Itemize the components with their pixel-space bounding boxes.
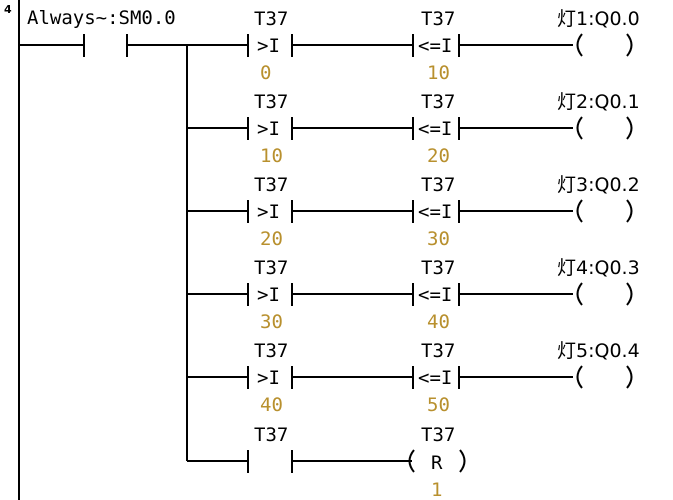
high-limit-value: 20 xyxy=(427,145,450,167)
timer-address-1: T37 xyxy=(254,174,288,196)
timer-address-1: T37 xyxy=(254,8,288,30)
low-limit-value: 20 xyxy=(260,228,283,250)
output-coil[interactable] xyxy=(576,33,633,57)
timer-done-contact[interactable] xyxy=(247,450,293,473)
compare-op-1: >I xyxy=(257,201,280,223)
low-limit-value: 30 xyxy=(260,311,283,333)
timer-address-2: T37 xyxy=(421,8,455,30)
compare-op-2: <=I xyxy=(418,118,452,140)
timer-address-1: T37 xyxy=(254,257,288,279)
timer-address-1: T37 xyxy=(254,91,288,113)
less-equal-contact[interactable]: <=I xyxy=(412,200,460,223)
reset-coil-op: R xyxy=(431,452,443,474)
rung-number: 4 xyxy=(4,3,12,16)
greater-than-contact[interactable]: >I xyxy=(247,283,293,306)
compare-op-1: >I xyxy=(257,367,280,389)
less-equal-contact[interactable]: <=I xyxy=(412,117,460,140)
compare-row: >I <=I T37 T37 20 30 灯3:Q0.2 xyxy=(187,174,640,250)
contact-comment: Always~:SM0.0 xyxy=(27,7,176,29)
timer-address-2: T37 xyxy=(421,257,455,279)
compare-op-1: >I xyxy=(257,35,280,57)
compare-op-2: <=I xyxy=(418,201,452,223)
greater-than-contact[interactable]: >I xyxy=(247,200,293,223)
reset-contact-address: T37 xyxy=(254,424,288,446)
coil-label: 灯3:Q0.2 xyxy=(557,174,640,196)
greater-than-contact[interactable]: >I xyxy=(247,366,293,389)
output-coil[interactable] xyxy=(576,282,633,306)
greater-than-contact[interactable]: >I xyxy=(247,117,293,140)
reset-count: 1 xyxy=(431,479,442,500)
high-limit-value: 40 xyxy=(427,311,450,333)
timer-address-2: T37 xyxy=(421,340,455,362)
compare-row: >I <=I T37 T37 40 50 灯5:Q0.4 xyxy=(187,340,640,416)
compare-row: >I <=I T37 T37 30 40 灯4:Q0.3 xyxy=(187,257,640,333)
compare-op-2: <=I xyxy=(418,35,452,57)
coil-label: 灯4:Q0.3 xyxy=(557,257,640,279)
reset-row: T37 T37 R 1 xyxy=(187,424,466,500)
timer-address-2: T37 xyxy=(421,91,455,113)
coil-label: 灯2:Q0.1 xyxy=(557,91,640,113)
reset-coil-address: T37 xyxy=(421,424,455,446)
low-limit-value: 10 xyxy=(260,145,283,167)
low-limit-value: 0 xyxy=(260,62,271,84)
compare-op-2: <=I xyxy=(418,367,452,389)
always-on-contact[interactable] xyxy=(19,34,128,57)
compare-op-1: >I xyxy=(257,118,280,140)
high-limit-value: 50 xyxy=(427,394,450,416)
output-coil[interactable] xyxy=(576,116,633,140)
high-limit-value: 30 xyxy=(427,228,450,250)
output-coil[interactable] xyxy=(576,199,633,223)
less-equal-contact[interactable]: <=I xyxy=(412,283,460,306)
compare-op-2: <=I xyxy=(418,284,452,306)
coil-label: 灯1:Q0.0 xyxy=(557,8,640,30)
compare-row: >I <=I T37 T37 0 10 灯1:Q0.0 xyxy=(187,8,640,84)
output-coil[interactable] xyxy=(576,365,633,389)
compare-op-1: >I xyxy=(257,284,280,306)
timer-address-1: T37 xyxy=(254,340,288,362)
less-equal-contact[interactable]: <=I xyxy=(412,366,460,389)
greater-than-contact[interactable]: >I xyxy=(247,34,293,57)
coil-label: 灯5:Q0.4 xyxy=(557,340,640,362)
low-limit-value: 40 xyxy=(260,394,283,416)
less-equal-contact[interactable]: <=I xyxy=(412,34,460,57)
high-limit-value: 10 xyxy=(427,62,450,84)
compare-row: >I <=I T37 T37 10 20 灯2:Q0.1 xyxy=(187,91,640,167)
timer-address-2: T37 xyxy=(421,174,455,196)
reset-coil[interactable] xyxy=(408,449,466,473)
